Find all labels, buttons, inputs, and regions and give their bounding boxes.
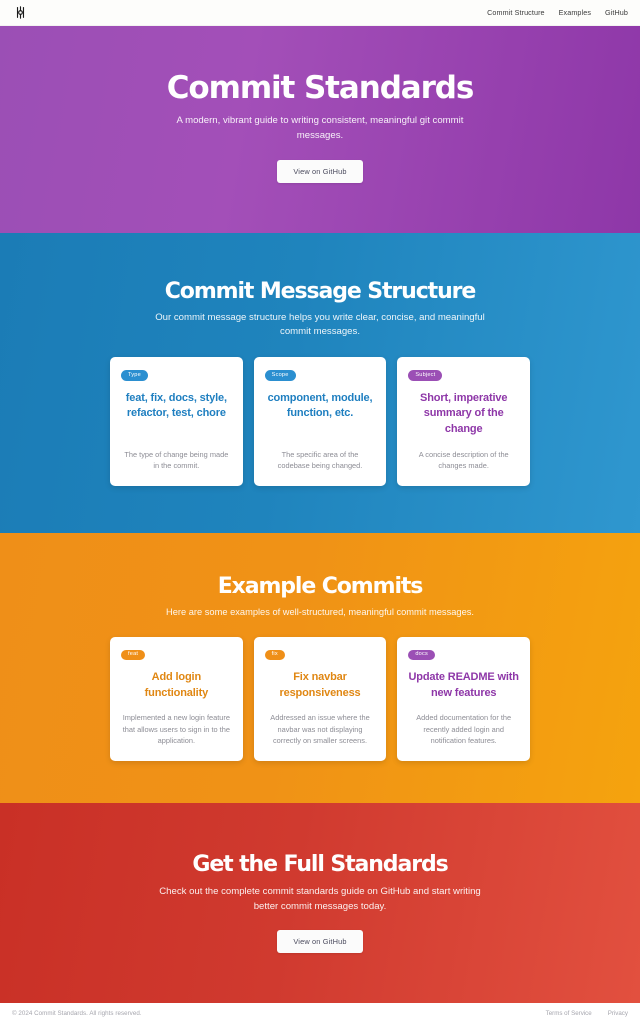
badge-wrap: Scope	[264, 370, 376, 381]
badge-wrap: docs	[408, 649, 519, 661]
hero-view-on-github-button[interactable]: View on GitHub	[277, 160, 363, 184]
example-card-fix-description: Addressed an issue where the navbar was …	[270, 713, 370, 746]
cta-view-on-github-button[interactable]: View on GitHub	[277, 929, 363, 953]
examples-title: Example Commits	[217, 574, 424, 600]
example-card-docs-description: Added documentation for the recently add…	[416, 713, 512, 746]
structure-card-scope-title: component, module, function, etc.	[267, 391, 373, 420]
commit-structure-section: Commit Message Structure Our commit mess…	[0, 233, 640, 533]
example-card-fix-title: Fix navbar responsiveness	[279, 671, 361, 699]
structure-card-type-description: The type of change being made in the com…	[124, 449, 229, 471]
structure-title: Commit Message Structure	[164, 279, 477, 305]
git-commit-logo-icon[interactable]	[12, 5, 28, 21]
structure-card-subject-title: Short, imperative summary of the change	[420, 391, 508, 436]
nav-link-examples[interactable]: Examples	[558, 8, 592, 17]
nav-link-github[interactable]: GitHub	[605, 8, 628, 17]
example-commits-section: Example Commits Here are some examples o…	[0, 533, 640, 803]
cta-subtitle: Check out the complete commit standards …	[159, 886, 481, 913]
structure-card-scope[interactable]: Scope component, module, function, etc. …	[253, 357, 387, 486]
example-card-feat-title: Add login functionality	[144, 671, 209, 699]
structure-subtitle: Our commit message structure helps you w…	[155, 311, 485, 338]
footer-link-privacy[interactable]: Privacy	[607, 1010, 628, 1017]
hero-subtitle: A modern, vibrant guide to writing consi…	[176, 115, 464, 142]
hero-title: Commit Standards	[166, 69, 475, 106]
example-card-feat-description: Implemented a new login feature that all…	[122, 713, 230, 746]
cta-section: Get the Full Standards Check out the com…	[0, 803, 640, 1003]
structure-card-row: Type feat, fix, docs, style, refactor, t…	[110, 357, 531, 486]
structure-card-type-title: feat, fix, docs, style, refactor, test, …	[125, 391, 227, 420]
badge-wrap: Subject	[408, 370, 519, 381]
footer-link-terms-of-service[interactable]: Terms of Service	[545, 1010, 592, 1017]
status-badge-feat: feat	[121, 649, 146, 661]
structure-card-subject-description: A concise description of the changes mad…	[418, 449, 509, 471]
nav-link-commit-structure[interactable]: Commit Structure	[487, 8, 545, 17]
examples-card-row: feat Add login functionality Implemented…	[110, 636, 531, 761]
footer-copyright: © 2024 Commit Standards. All rights rese…	[12, 1010, 142, 1017]
status-badge-subject: Subject	[408, 370, 443, 381]
cta-title: Get the Full Standards	[192, 852, 448, 878]
badge-wrap: fix	[264, 649, 376, 661]
example-card-fix[interactable]: fix Fix navbar responsiveness Addressed …	[253, 636, 387, 761]
structure-card-subject[interactable]: Subject Short, imperative summary of the…	[397, 357, 531, 486]
status-badge-fix: fix	[264, 649, 285, 661]
status-badge-scope: Scope	[264, 370, 296, 381]
structure-card-type[interactable]: Type feat, fix, docs, style, refactor, t…	[110, 357, 243, 486]
example-card-feat[interactable]: feat Add login functionality Implemented…	[110, 636, 243, 761]
example-card-docs[interactable]: docs Update README with new features Add…	[397, 636, 531, 761]
page-footer: © 2024 Commit Standards. All rights rese…	[0, 1003, 640, 1024]
top-navbar: Commit Structure Examples GitHub	[0, 0, 640, 26]
hero-section: Commit Standards A modern, vibrant guide…	[0, 26, 640, 233]
badge-wrap: feat	[121, 649, 232, 661]
structure-card-scope-description: The specific area of the codebase being …	[277, 449, 363, 471]
status-badge-type: Type	[121, 370, 148, 381]
nav-links: Commit Structure Examples GitHub	[487, 8, 628, 17]
badge-wrap: Type	[121, 370, 232, 381]
footer-links: Terms of Service Privacy	[546, 1010, 628, 1017]
example-card-docs-title: Update README with new features	[408, 671, 520, 699]
status-badge-docs: docs	[408, 649, 435, 661]
examples-subtitle: Here are some examples of well-structure…	[166, 607, 474, 618]
